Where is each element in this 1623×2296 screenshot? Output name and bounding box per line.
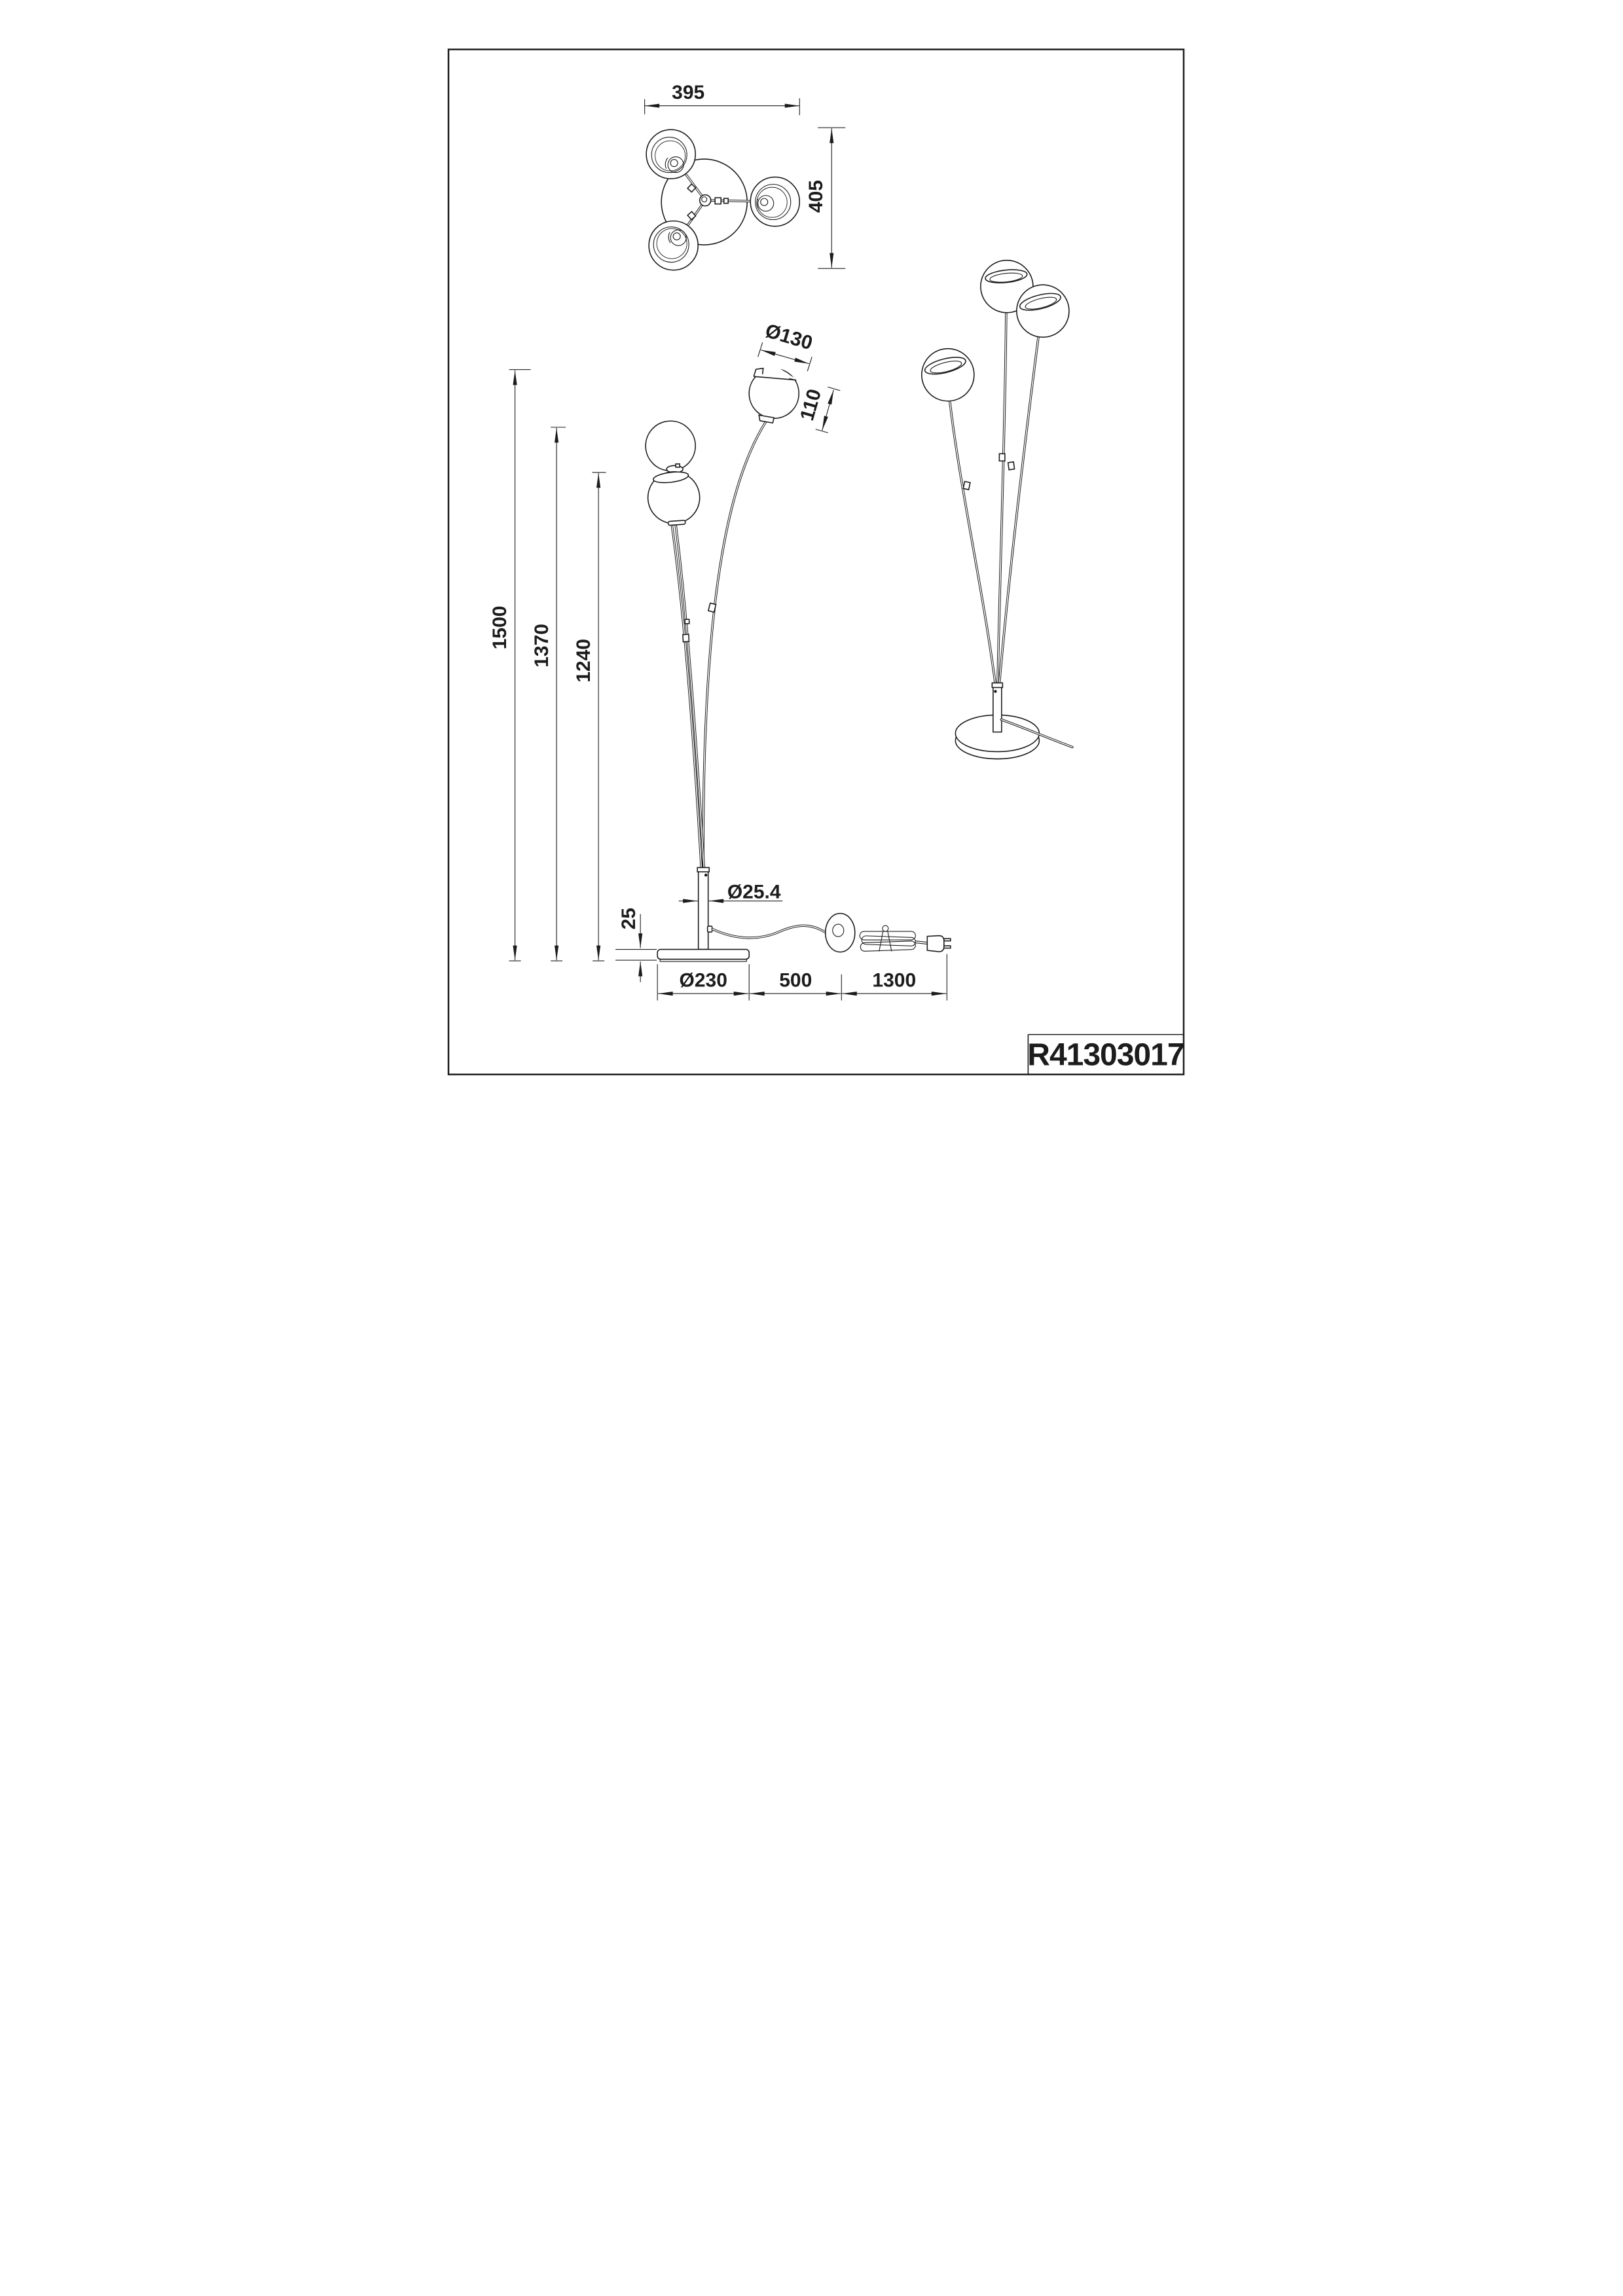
plug bbox=[926, 935, 951, 952]
hub bbox=[699, 194, 711, 207]
top-view-shade-right bbox=[749, 176, 800, 227]
stem-connector bbox=[962, 480, 971, 491]
shade-opening-rim bbox=[924, 357, 966, 375]
base-plate bbox=[659, 959, 747, 962]
plug-pin bbox=[943, 938, 951, 942]
front-shade-upper-left bbox=[644, 420, 696, 474]
dim-height-1240: 1240 bbox=[573, 472, 606, 961]
top-view-shade-left bbox=[645, 129, 696, 179]
dim-width-395: 395 bbox=[644, 82, 800, 116]
arm-connector bbox=[686, 211, 697, 221]
dim-label-1500: 1500 bbox=[489, 606, 511, 650]
stem-connector bbox=[998, 453, 1006, 462]
dim-label-405: 405 bbox=[805, 180, 827, 213]
technical-drawing: R41303017 bbox=[447, 48, 1184, 1075]
dim-label-d230: Ø230 bbox=[679, 970, 727, 992]
stem-connector bbox=[1007, 461, 1015, 471]
arm-connector bbox=[723, 198, 729, 204]
front-shade-lower-left bbox=[647, 471, 700, 526]
persp-shade-right bbox=[1015, 284, 1070, 338]
dim-label-d130: Ø130 bbox=[763, 320, 815, 354]
bulb bbox=[757, 195, 774, 212]
dim-label-d25: Ø25.4 bbox=[727, 882, 780, 903]
dim-base-thickness: 25 bbox=[615, 908, 657, 982]
dim-label-395: 395 bbox=[672, 82, 704, 103]
arm-connector bbox=[686, 183, 697, 193]
front-base bbox=[656, 948, 750, 962]
persp-cable bbox=[1000, 718, 1074, 749]
part-number: R41303017 bbox=[1027, 1038, 1184, 1073]
cable-and-dimmer bbox=[710, 912, 951, 953]
shade-opening-rim bbox=[1019, 293, 1061, 311]
front-pole bbox=[696, 867, 712, 950]
dim-label-500: 500 bbox=[779, 970, 812, 992]
stem-connector bbox=[684, 619, 690, 624]
sheet-border: R41303017 bbox=[447, 48, 1184, 1075]
plug-pin bbox=[943, 945, 951, 949]
cable-coil bbox=[859, 925, 927, 952]
dim-label-1300: 1300 bbox=[872, 970, 916, 992]
front-stems bbox=[670, 421, 767, 869]
persp-base bbox=[955, 714, 1040, 760]
cable-tie bbox=[881, 925, 888, 932]
pole-collar bbox=[991, 682, 1003, 689]
top-view: 395 405 bbox=[644, 82, 845, 271]
top-view-shade-bottom bbox=[647, 220, 699, 271]
persp-stems bbox=[948, 310, 1040, 686]
dim-height-1370: 1370 bbox=[531, 427, 566, 961]
shade-collar bbox=[667, 520, 685, 526]
dim-bottom-chain: Ø230 500 1300 bbox=[657, 954, 947, 1001]
stem-connector bbox=[707, 602, 716, 613]
cable bbox=[710, 924, 827, 939]
dim-height-405: 405 bbox=[805, 127, 845, 269]
arm-connector bbox=[714, 197, 721, 205]
perspective-view bbox=[921, 259, 1074, 760]
dim-pole-diameter: Ø25.4 bbox=[678, 882, 782, 903]
shade-collar bbox=[757, 414, 775, 424]
dim-shade-height: 110 bbox=[796, 386, 840, 433]
persp-pole bbox=[991, 682, 1003, 733]
dim-shade-diameter: Ø130 bbox=[757, 320, 815, 372]
dim-label-25: 25 bbox=[618, 908, 640, 929]
shade-opening-rim bbox=[652, 471, 689, 484]
front-shade-right bbox=[748, 365, 799, 424]
front-view: 1500 1370 1240 Ø130 110 bbox=[489, 320, 951, 1001]
pole-screw bbox=[993, 690, 997, 693]
dim-label-110: 110 bbox=[796, 387, 826, 423]
stem-connector bbox=[682, 634, 689, 643]
foot-dimmer bbox=[824, 912, 856, 953]
dim-height-1500: 1500 bbox=[489, 369, 531, 961]
bulb bbox=[667, 156, 684, 173]
dim-label-1370: 1370 bbox=[531, 624, 553, 668]
persp-shade-left bbox=[921, 348, 975, 402]
pole-screw bbox=[704, 873, 707, 877]
pole-collar bbox=[696, 867, 710, 872]
dim-label-1240: 1240 bbox=[573, 639, 594, 683]
shade-opening-rim bbox=[984, 269, 1028, 283]
drawing-sheet: R41303017 bbox=[405, 0, 1218, 1149]
bulb bbox=[670, 229, 687, 246]
